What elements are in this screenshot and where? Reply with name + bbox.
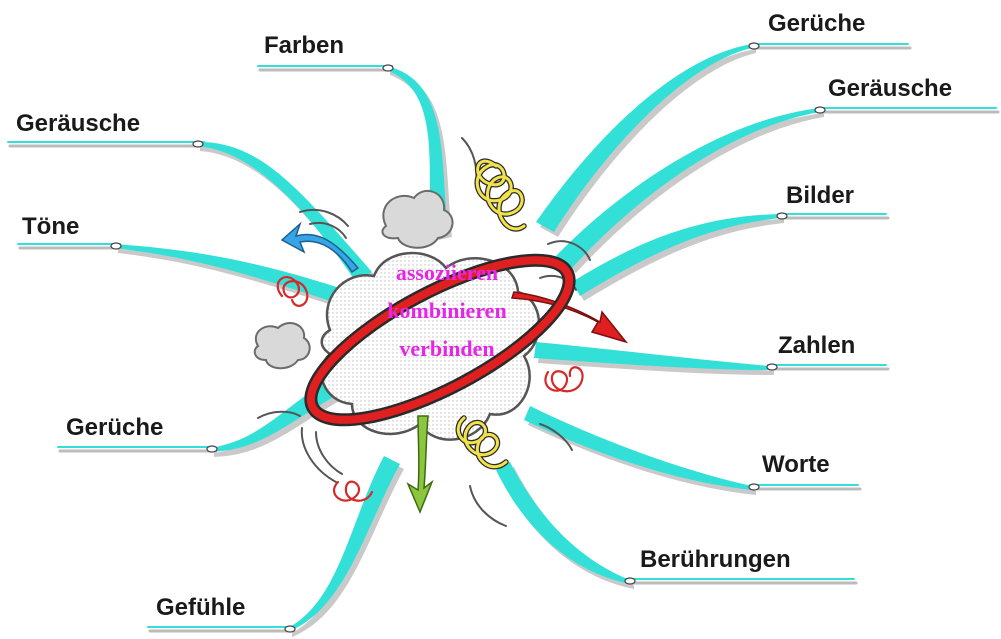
branch-label-beruehrungen: Berührungen — [640, 546, 791, 574]
branch-label-geraeusche-right: Geräusche — [828, 75, 952, 103]
center-text-line-2: kombinieren — [342, 298, 552, 324]
center-text-line-3: verbinden — [342, 336, 552, 362]
branch-label-worte: Worte — [762, 451, 830, 479]
branch-label-zahlen: Zahlen — [778, 332, 855, 360]
branch-label-geraeusche-left: Geräusche — [16, 110, 140, 138]
branch-label-gefuehle: Gefühle — [156, 594, 245, 622]
branch-label-gerueche-left: Gerüche — [66, 414, 163, 442]
branch-label-toene: Töne — [22, 213, 79, 241]
branch-label-gerueche-right: Gerüche — [768, 10, 865, 38]
branch-label-bilder: Bilder — [786, 182, 854, 210]
branch-label-farben: Farben — [264, 32, 344, 60]
center-text-line-1: assoziieren — [342, 260, 552, 286]
